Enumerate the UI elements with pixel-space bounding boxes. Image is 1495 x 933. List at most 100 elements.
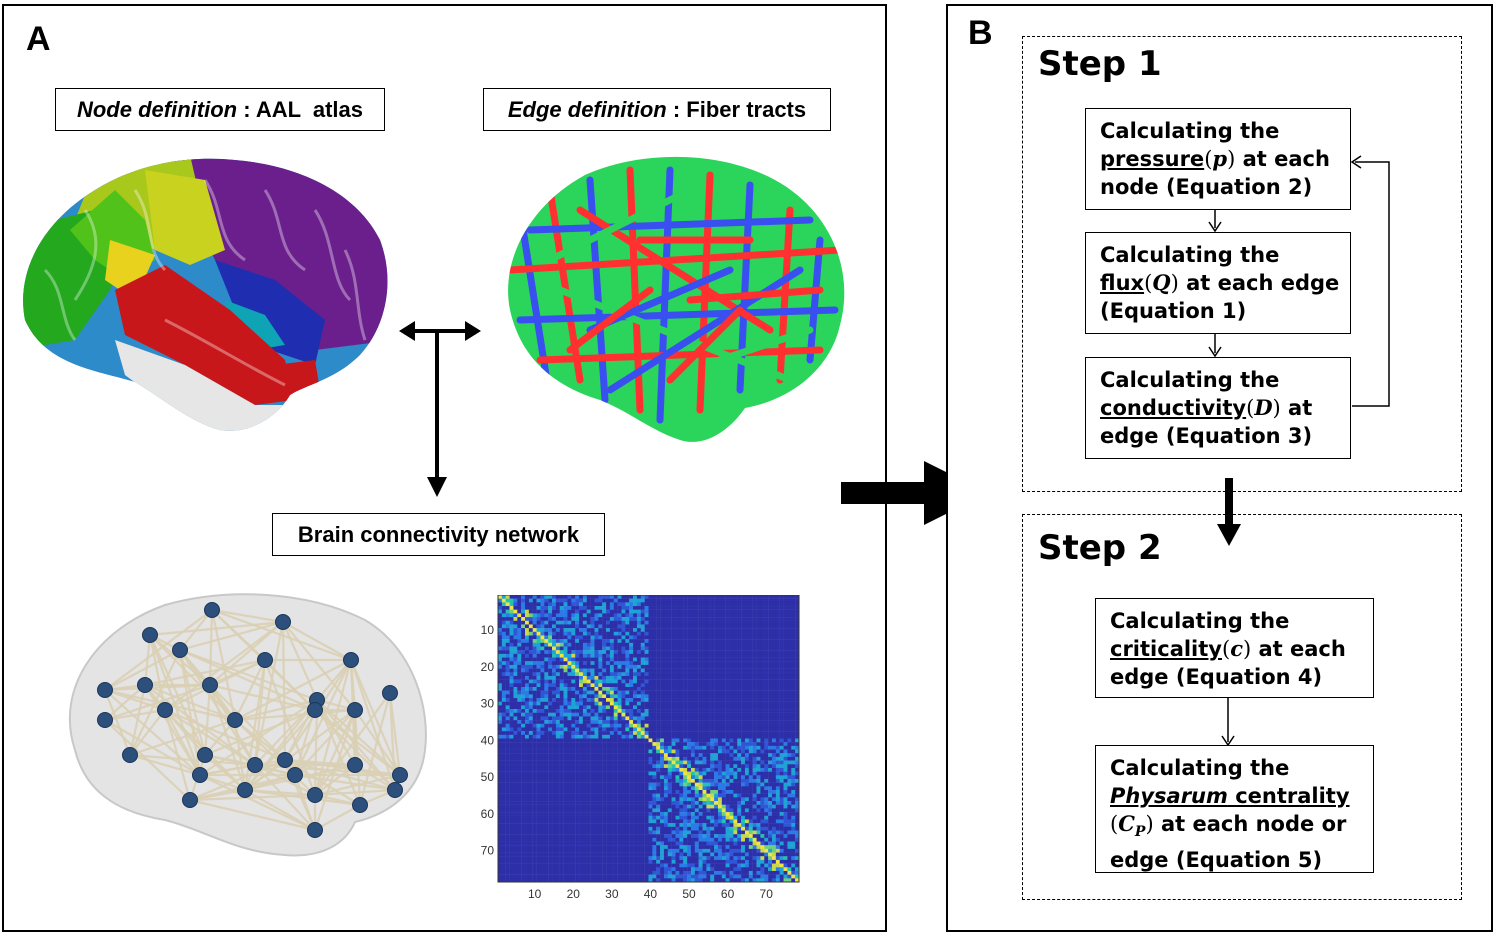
matrix-cell <box>501 650 506 655</box>
matrix-cell <box>690 683 696 688</box>
matrix-cell <box>552 716 557 721</box>
matrix-cell <box>679 624 684 629</box>
matrix-cell <box>652 620 657 625</box>
matrix-cell <box>721 679 726 684</box>
matrix-cell <box>795 686 800 691</box>
matrix-cell <box>563 782 568 787</box>
matrix-cell <box>698 712 703 717</box>
matrix-cell <box>787 631 792 636</box>
matrix-cell <box>737 657 742 662</box>
matrix-cell <box>575 609 580 614</box>
matrix-cell <box>536 617 541 621</box>
matrix-cell <box>567 745 572 750</box>
matrix-cell <box>725 683 730 688</box>
matrix-cell <box>609 760 614 765</box>
matrix-cell <box>791 646 796 651</box>
matrix-cell <box>590 771 595 776</box>
matrix-cell <box>532 815 537 820</box>
matrix-cell <box>559 797 564 802</box>
matrix-cell <box>509 606 514 610</box>
matrix-cell <box>748 635 753 640</box>
matrix-cell <box>621 790 626 794</box>
matrix-cell <box>764 694 769 699</box>
matrix-cell <box>644 598 649 603</box>
matrix-cell <box>571 790 576 794</box>
matrix-cell <box>575 756 580 761</box>
matrix-cell <box>559 815 564 820</box>
matrix-cell <box>505 683 510 688</box>
matrix-cell <box>633 653 638 658</box>
matrix-cell <box>621 664 626 669</box>
matrix-cell <box>702 635 707 640</box>
matrix-cell <box>694 624 699 629</box>
matrix-cell <box>575 819 580 824</box>
matrix-cell <box>640 764 645 769</box>
matrix-cell <box>787 767 792 772</box>
matrix-cell <box>717 653 723 658</box>
matrix-cell <box>779 672 784 677</box>
matrix-cell <box>521 661 526 666</box>
matrix-cell <box>548 786 553 791</box>
matrix-cell <box>521 679 526 684</box>
matrix-cell <box>621 595 626 599</box>
matrix-cell <box>563 812 568 816</box>
network-node <box>192 767 208 783</box>
matrix-cell <box>771 624 777 629</box>
matrix-cell <box>675 790 680 794</box>
matrix-cell <box>636 698 641 702</box>
matrix-cell <box>660 782 665 787</box>
matrix-cell <box>513 778 518 783</box>
matrix-cell <box>548 782 553 787</box>
matrix-cell <box>748 812 753 816</box>
matrix-cell <box>575 624 580 629</box>
matrix-cell <box>663 609 668 614</box>
matrix-cell <box>652 815 657 820</box>
matrix-cell <box>652 790 657 794</box>
matrix-cell <box>710 753 715 758</box>
matrix-cell <box>609 749 614 754</box>
matrix-cell <box>791 613 796 618</box>
matrix-cell <box>548 675 553 680</box>
matrix-cell <box>559 793 564 798</box>
matrix-cell <box>714 793 719 798</box>
matrix-cell <box>606 631 611 636</box>
matrix-cell <box>683 782 688 787</box>
matrix-cell <box>660 602 665 607</box>
matrix-cell <box>721 815 726 820</box>
matrix-cell <box>694 639 699 644</box>
matrix-cell <box>544 723 549 728</box>
matrix-cell <box>606 753 611 758</box>
matrix-cell <box>505 767 510 772</box>
matrix-cell <box>729 716 734 721</box>
matrix-cell <box>540 812 545 816</box>
matrix-cell <box>563 801 568 805</box>
matrix-cell <box>594 598 599 603</box>
matrix-cell <box>613 698 618 702</box>
matrix-cell <box>714 609 719 614</box>
matrix-cell <box>640 782 645 787</box>
matrix-cell <box>725 782 730 787</box>
matrix-cell <box>571 808 576 813</box>
matrix-cell <box>760 650 765 655</box>
matrix-cell <box>768 731 773 736</box>
matrix-cell <box>517 635 522 640</box>
matrix-cell <box>540 749 545 754</box>
matrix-cell <box>737 609 742 614</box>
network-edge <box>203 684 212 756</box>
matrix-cell <box>764 731 769 736</box>
matrix-cell <box>501 698 506 702</box>
matrix-cell <box>671 804 676 809</box>
matrix-cell <box>771 631 777 636</box>
matrix-cell <box>679 686 684 691</box>
matrix-cell <box>617 653 622 658</box>
matrix-cell <box>575 701 580 706</box>
matrix-cell <box>733 635 738 640</box>
matrix-cell <box>633 668 638 673</box>
matrix-cell <box>571 756 576 761</box>
matrix-cell <box>532 639 537 644</box>
matrix-cell <box>729 650 734 655</box>
matrix-cell <box>752 679 757 684</box>
matrix-cell <box>548 712 553 717</box>
matrix-cell <box>671 756 676 761</box>
matrix-cell <box>744 742 750 747</box>
